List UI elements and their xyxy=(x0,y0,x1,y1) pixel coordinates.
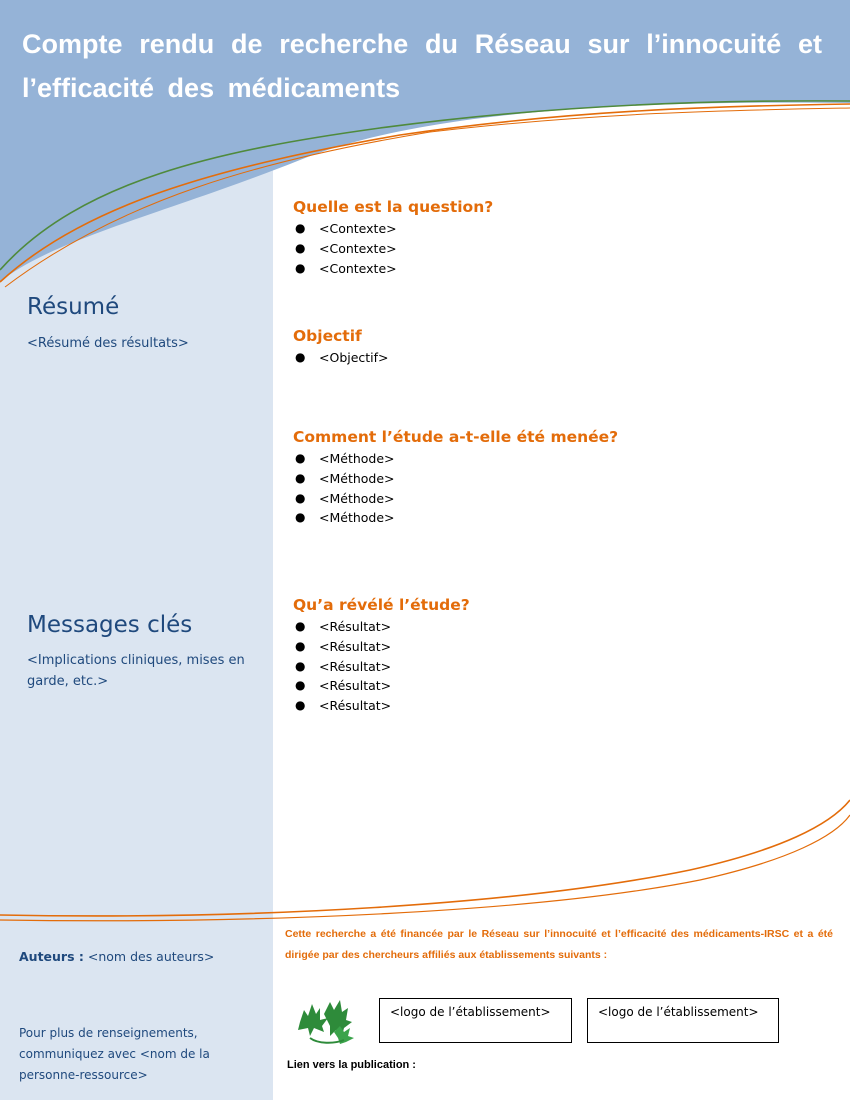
list-item: ●<Résultat> xyxy=(293,617,391,637)
list-item: ●<Résultat> xyxy=(293,657,391,677)
key-messages-text: <Implications cliniques, mises en garde,… xyxy=(27,653,245,689)
header-band xyxy=(0,0,850,282)
bullet-icon: ● xyxy=(295,619,306,633)
footer-swoosh-orange xyxy=(0,799,850,917)
summary-text: <Résumé des résultats> xyxy=(27,336,189,351)
method-list: ●<Méthode> ●<Méthode> ●<Méthode> ●<Métho… xyxy=(293,449,395,528)
bullet-icon: ● xyxy=(295,490,306,505)
list-item: ●<Résultat> xyxy=(293,637,391,657)
list-item: ●<Contexte> xyxy=(293,259,397,279)
objective-list: ●<Objectif> xyxy=(293,348,389,368)
results-heading: Qu’a révélé l’étude? xyxy=(293,596,470,614)
objective-heading: Objectif xyxy=(293,327,362,345)
list-item: ●<Méthode> xyxy=(293,489,395,509)
page-title: Compte rendu de recherche du Réseau sur … xyxy=(22,22,822,110)
bullet-icon: ● xyxy=(295,451,306,465)
authors-line: Auteurs : <nom des auteurs> xyxy=(19,949,214,964)
method-heading: Comment l’étude a-t-elle été menée? xyxy=(293,428,619,446)
bullet-icon: ● xyxy=(295,260,306,275)
bullet-icon: ● xyxy=(295,470,306,485)
maple-leaf-network-logo xyxy=(298,1000,354,1044)
authors-label: Auteurs : xyxy=(19,949,84,964)
list-item: ●<Objectif> xyxy=(293,348,389,368)
list-item: ●<Méthode> xyxy=(293,449,395,469)
question-list: ●<Contexte> ●<Contexte> ●<Contexte> xyxy=(293,219,397,278)
list-item: ●<Résultat> xyxy=(293,676,391,696)
authors-value: <nom des auteurs> xyxy=(87,949,215,964)
list-item: ●<Méthode> xyxy=(293,469,395,489)
list-item: ●<Résultat> xyxy=(293,696,391,716)
header-swoosh-orange xyxy=(0,103,850,283)
list-item: ●<Contexte> xyxy=(293,239,397,259)
contact-text: Pour plus de renseignements, communiquez… xyxy=(19,1026,210,1082)
bullet-icon: ● xyxy=(295,350,306,364)
header-swoosh-green xyxy=(0,100,850,271)
bullet-icon: ● xyxy=(295,658,306,673)
bullet-icon: ● xyxy=(295,698,306,713)
list-item: ●<Contexte> xyxy=(293,219,397,239)
question-heading: Quelle est la question? xyxy=(293,198,494,216)
publication-link-label: Lien vers la publication : xyxy=(287,1059,416,1071)
bullet-icon: ● xyxy=(295,240,306,255)
bullet-icon: ● xyxy=(295,510,306,525)
list-item: ●<Méthode> xyxy=(293,508,395,528)
bullet-icon: ● xyxy=(295,221,306,235)
page-title-line1: Compte rendu de recherche du Réseau sur … xyxy=(22,29,822,59)
summary-heading: Résumé xyxy=(27,294,120,320)
bullet-icon: ● xyxy=(295,638,306,653)
results-list: ●<Résultat> ●<Résultat> ●<Résultat> ●<Ré… xyxy=(293,617,391,716)
bullet-icon: ● xyxy=(295,678,306,693)
page-title-line2: l’efficacité des médicaments xyxy=(22,73,401,103)
institution-logo-placeholder-2: <logo de l’établissement> xyxy=(587,998,779,1043)
key-messages-heading: Messages clés xyxy=(27,612,193,638)
funding-statement: Cette recherche a été financée par le Ré… xyxy=(285,928,833,961)
institution-logo-placeholder-1: <logo de l’établissement> xyxy=(379,998,572,1043)
